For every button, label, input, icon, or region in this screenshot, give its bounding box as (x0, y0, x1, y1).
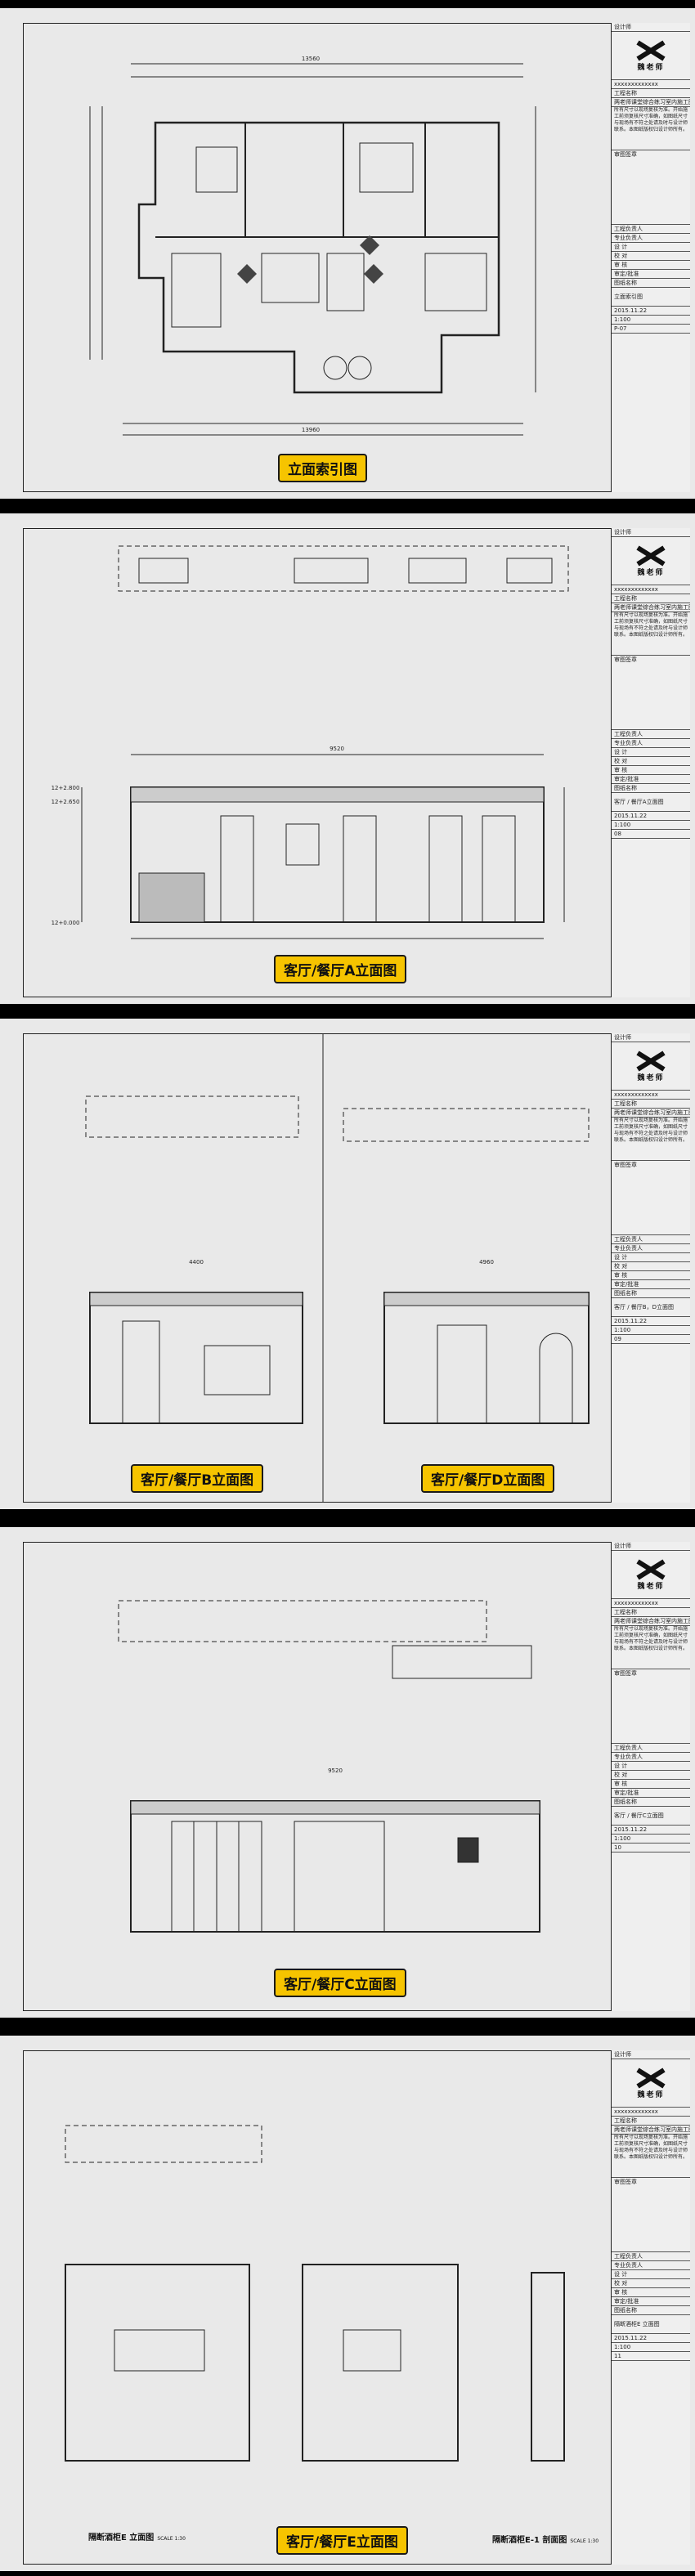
sheet-title-d: 客厅/餐厅D立面图 (421, 1464, 555, 1493)
title-block: 设计师 魏老师 xxxxxxxxxxxxx 工程名称 两老师课堂综合练习室内施工… (611, 2050, 690, 2565)
sheet-title: 立面索引图 (278, 454, 367, 482)
elev-a-level-mid: 12+2.650 (52, 799, 80, 805)
x-logo-icon (636, 2067, 666, 2089)
sheet-elevation-bd: 4400 4960 客厅/餐厅B立面图 客厅/餐厅D立面图 设计师 魏老师 xx… (0, 1019, 695, 1509)
elevation-a-dimension-labels: 9520 12+2.800 12+2.650 12+0.000 (52, 746, 344, 926)
plan-dimension-labels: 13560 13960 (302, 56, 320, 433)
floor-plan-drawing: 13560 13960 (89, 56, 536, 436)
sheet-title: 客厅/餐厅E立面图 (276, 2526, 408, 2555)
title-block: 设计师 魏老师 xxxxxxxxxxxxx 工程名称 两老师课堂综合练习室内施工… (611, 1542, 690, 2011)
sheet-index-plan: 13560 13960 立面索引图 设计师 魏老师 xxxxxxxxxxxxx … (0, 8, 695, 499)
elevation-c-dimension-labels: 9520 (328, 1767, 343, 1774)
plan-dim-bottom-total: 13960 (302, 427, 320, 433)
elev-a-total: 9520 (330, 746, 344, 752)
title-block: 设计师 魏老师 xxxxxxxxxxxxx 工程名称 两老师课堂综合练习室内施工… (611, 528, 690, 997)
elevation-c-drawing: 9520 (118, 1600, 540, 1933)
x-logo-icon (636, 39, 666, 61)
title-block: 设计师 魏老师 xxxxxxxxxxxxx 工程名称 两老师课堂综合练习室内施工… (611, 23, 690, 492)
x-logo-icon (636, 1050, 666, 1072)
elevation-bd-dimension-labels: 4400 4960 (189, 1259, 494, 1266)
elev-d-total: 4960 (479, 1259, 494, 1266)
brand-logo: 魏老师 (612, 32, 690, 80)
sheet-elevation-c: 9520 客厅/餐厅C立面图 设计师 魏老师 xxxxxxxxxxxxx 工程名… (0, 1527, 695, 2018)
elev-a-level-top: 12+2.800 (52, 785, 80, 791)
elevation-bd-drawing: 4400 4960 (85, 1033, 590, 1503)
elev-a-level-bottom: 12+0.000 (52, 920, 80, 926)
elev-c-total: 9520 (328, 1767, 343, 1774)
elev-b-total: 4400 (189, 1259, 204, 1266)
plan-dim-top-total: 13560 (302, 56, 320, 62)
elevation-e-drawing (65, 2125, 565, 2462)
sheet-title: 客厅/餐厅C立面图 (274, 1969, 406, 1997)
x-logo-icon (636, 1558, 666, 1580)
x-logo-icon (636, 544, 666, 567)
sheet-title-b: 客厅/餐厅B立面图 (131, 1464, 264, 1493)
sheet-title: 客厅/餐厅A立面图 (274, 955, 407, 983)
elevation-a-drawing: 9520 12+2.800 12+2.650 12+0.000 (52, 545, 569, 939)
sheet-elevation-a: 9520 12+2.800 12+2.650 12+0.000 客厅/餐厅A立面… (0, 513, 695, 1004)
title-block: 设计师 魏老师 xxxxxxxxxxxxx 工程名称 两老师课堂综合练习室内施工… (611, 1033, 690, 1503)
